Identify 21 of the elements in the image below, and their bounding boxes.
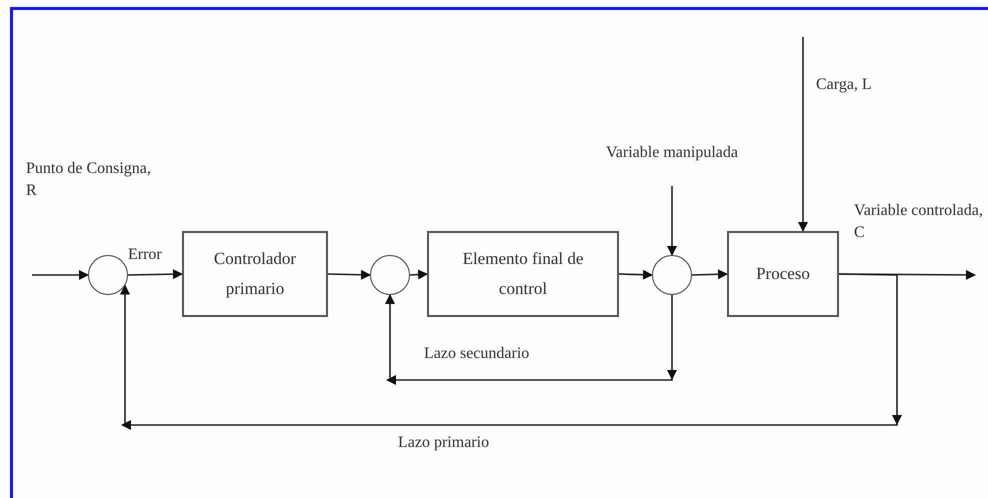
block-text: Proceso xyxy=(756,263,810,285)
arrow xyxy=(798,37,808,232)
arrow xyxy=(667,186,677,256)
summing-junction xyxy=(652,255,692,295)
block-box xyxy=(427,231,619,317)
block-text: Controlador primario xyxy=(212,248,298,300)
summing-junction xyxy=(88,255,128,295)
summing-junction xyxy=(370,255,410,295)
arrow xyxy=(128,269,183,280)
block-text: Elemento final de control xyxy=(462,248,584,300)
block-box xyxy=(182,231,328,317)
signal-label: Variable manipulada xyxy=(606,142,738,186)
arrow xyxy=(692,269,728,280)
arrow xyxy=(32,270,89,280)
arrow xyxy=(410,270,428,280)
arrow xyxy=(618,270,653,280)
block-box xyxy=(727,231,839,317)
arrow xyxy=(328,270,371,280)
arrow xyxy=(839,270,976,280)
arrow xyxy=(385,294,673,381)
arrow xyxy=(120,273,898,426)
